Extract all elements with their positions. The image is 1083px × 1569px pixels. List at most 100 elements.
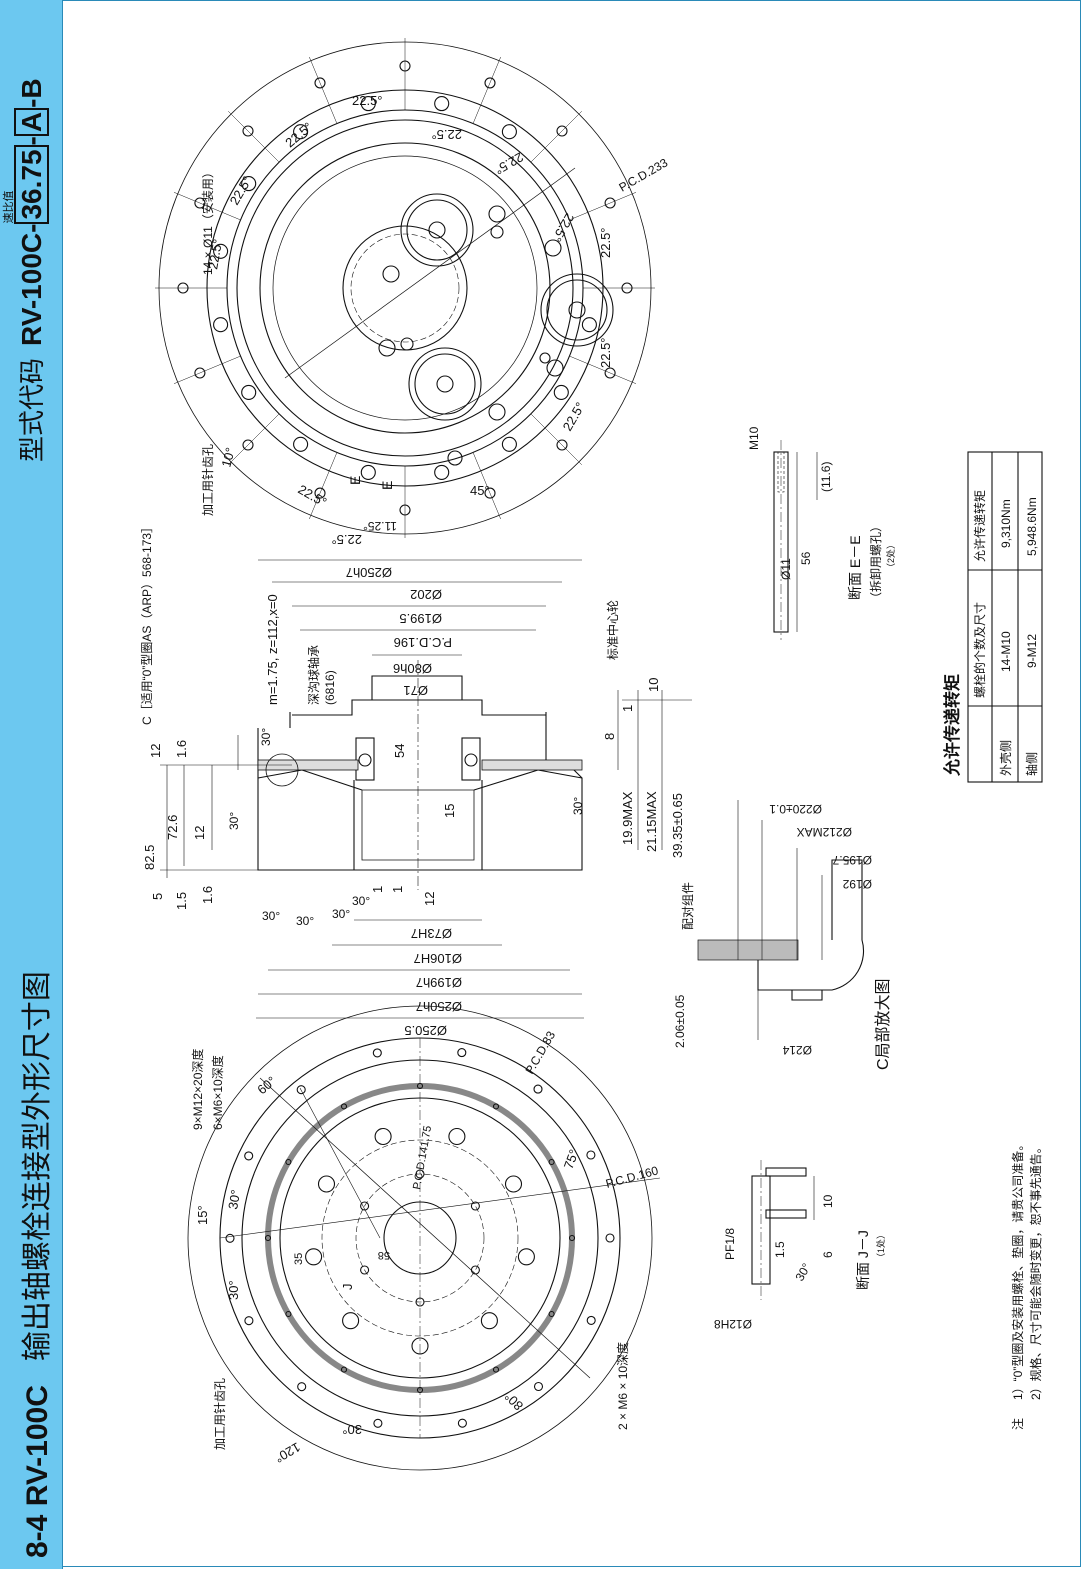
jj-dim-15: 1.5 bbox=[773, 1241, 787, 1258]
angle-ray bbox=[530, 413, 582, 465]
jj-count: （1处） bbox=[875, 1230, 886, 1262]
angle-ray bbox=[530, 111, 582, 163]
outer-hole bbox=[484, 487, 496, 499]
flange-hole bbox=[457, 1048, 467, 1058]
ee-count: （2处） bbox=[885, 540, 896, 572]
sidebar-band: 8-4 RV-100C输出轴螺栓连接型外形尺寸图 型式代码RV-100C-速比值… bbox=[0, 0, 63, 1569]
outer-hole bbox=[484, 77, 496, 89]
outer-hole bbox=[242, 125, 254, 137]
mount-hole bbox=[360, 464, 376, 480]
top-holes-label: 14 × Ø11（安装用） bbox=[200, 166, 215, 275]
section-ee bbox=[773, 440, 818, 640]
flange-hole bbox=[296, 1085, 306, 1095]
center-wheel-label: 标准中心轮 bbox=[605, 600, 620, 660]
outer-hole bbox=[194, 197, 206, 209]
mount-hole bbox=[213, 243, 229, 259]
angle-ray bbox=[228, 413, 280, 465]
top-angle-45: 45° bbox=[470, 483, 490, 498]
angle-30-b: 30° bbox=[259, 728, 273, 746]
pcd160: P.C.D.160 bbox=[604, 1163, 660, 1191]
planet-gear-3 bbox=[408, 347, 482, 421]
torque-header-bolts: 螺栓的个数及尺寸 bbox=[972, 602, 987, 698]
ee-dim-56: 56 bbox=[799, 551, 813, 565]
m6-hole bbox=[360, 1265, 370, 1275]
mount-hole bbox=[434, 96, 450, 112]
section-jj bbox=[751, 1160, 815, 1300]
angle-15: 15° bbox=[195, 1205, 210, 1225]
ratio-value: 36.75 bbox=[14, 145, 49, 224]
jj-d12: Ø12H8 bbox=[714, 1317, 752, 1331]
top-angle-10deg: 10° bbox=[218, 446, 238, 469]
d202: Ø202 bbox=[410, 587, 442, 602]
top-angle-10: 22.5° bbox=[560, 400, 588, 434]
outer-hole bbox=[242, 439, 254, 451]
mount-hole bbox=[581, 317, 597, 333]
pin-mark bbox=[548, 1158, 555, 1166]
outer-hole bbox=[604, 197, 616, 209]
angle-120: 120° bbox=[272, 1439, 303, 1465]
option-value: A bbox=[14, 107, 49, 137]
mount-hole bbox=[501, 436, 517, 452]
torque-row1-torque: 9,310Nm bbox=[999, 499, 1013, 548]
torque-row2-bolts: 9-M12 bbox=[1025, 634, 1039, 668]
dim-54: 54 bbox=[392, 744, 407, 758]
angle-60: 60° bbox=[254, 1073, 279, 1097]
angle-30-a: 30° bbox=[227, 812, 241, 830]
dim-825: 82.5 bbox=[142, 845, 157, 870]
c-mating: 配对组件 bbox=[681, 882, 695, 930]
angle-ray bbox=[228, 111, 280, 163]
jj-dim-10: 10 bbox=[821, 1194, 835, 1208]
angle-ray bbox=[173, 192, 241, 221]
dim-12-bot: 12 bbox=[422, 892, 437, 906]
note-2: 2）规格、尺寸可能会随时变更，恕不事先通告。 bbox=[1028, 1141, 1043, 1400]
holes-m12: 9×M12×20深度 bbox=[190, 1049, 205, 1130]
section-number: 8-4 RV-100C bbox=[21, 1385, 54, 1558]
dim-1-a: 1 bbox=[370, 886, 385, 893]
top-pcd-label: P.C.D.233 bbox=[617, 155, 671, 194]
angle-ray bbox=[472, 56, 501, 124]
flange-hole bbox=[244, 1316, 254, 1326]
section-title-cn: 输出轴螺栓连接型外形尺寸图 bbox=[20, 971, 55, 1362]
flange-hole bbox=[586, 1315, 596, 1325]
angle-rays bbox=[155, 38, 655, 538]
angle-ray bbox=[569, 355, 637, 384]
model-label: 型式代码 bbox=[17, 357, 47, 462]
jj-title: 断面 J－J bbox=[855, 1230, 871, 1290]
dim-3935: 39.35±0.65 bbox=[670, 793, 685, 858]
dim-1-b: 1 bbox=[390, 886, 405, 893]
angle-ray bbox=[173, 355, 241, 384]
mount-hole bbox=[213, 317, 229, 333]
top-angle-1125: 11.25° bbox=[363, 519, 397, 533]
pin-mark bbox=[492, 1366, 500, 1373]
mount-hole bbox=[293, 436, 309, 452]
d71: Ø71 bbox=[403, 683, 428, 698]
planet-gear-1 bbox=[400, 193, 474, 267]
dim-199: 19.9MAX bbox=[620, 791, 635, 845]
d73: Ø73H7 bbox=[411, 926, 452, 941]
flange-hole bbox=[244, 1151, 254, 1161]
m12-hole bbox=[317, 1175, 336, 1193]
mount-hole bbox=[241, 384, 257, 400]
outer-hole bbox=[314, 487, 326, 499]
torque-header-torque: 允许传递转矩 bbox=[972, 490, 987, 562]
angle-30-d: 30° bbox=[296, 914, 314, 928]
pin-mark bbox=[548, 1310, 555, 1318]
c-d1957: Ø195.7 bbox=[832, 853, 872, 867]
angle-30-bot-3: 30° bbox=[342, 1422, 362, 1437]
outer-hole bbox=[556, 439, 568, 451]
m12-hole bbox=[504, 1175, 523, 1193]
m12-hole bbox=[480, 1312, 498, 1330]
top-angle-11: 22.5° bbox=[296, 482, 330, 510]
detail-c bbox=[697, 800, 865, 1040]
jj-angle-30: 30° bbox=[792, 1261, 813, 1284]
top-pinhole-label: 加工用针齿孔 bbox=[200, 444, 215, 516]
angle-ray bbox=[569, 192, 637, 221]
outer-hole bbox=[604, 367, 616, 379]
c-d212: Ø212MAX bbox=[797, 825, 852, 839]
dim-8: 8 bbox=[602, 733, 617, 740]
bearing-label: 深沟球轴承 bbox=[306, 645, 321, 705]
dim-1: 1 bbox=[620, 705, 635, 712]
section-title: 8-4 RV-100C 输出轴螺栓连接型外形尺寸图 bbox=[12, 971, 56, 1558]
angle-30-f: 30° bbox=[352, 894, 370, 908]
